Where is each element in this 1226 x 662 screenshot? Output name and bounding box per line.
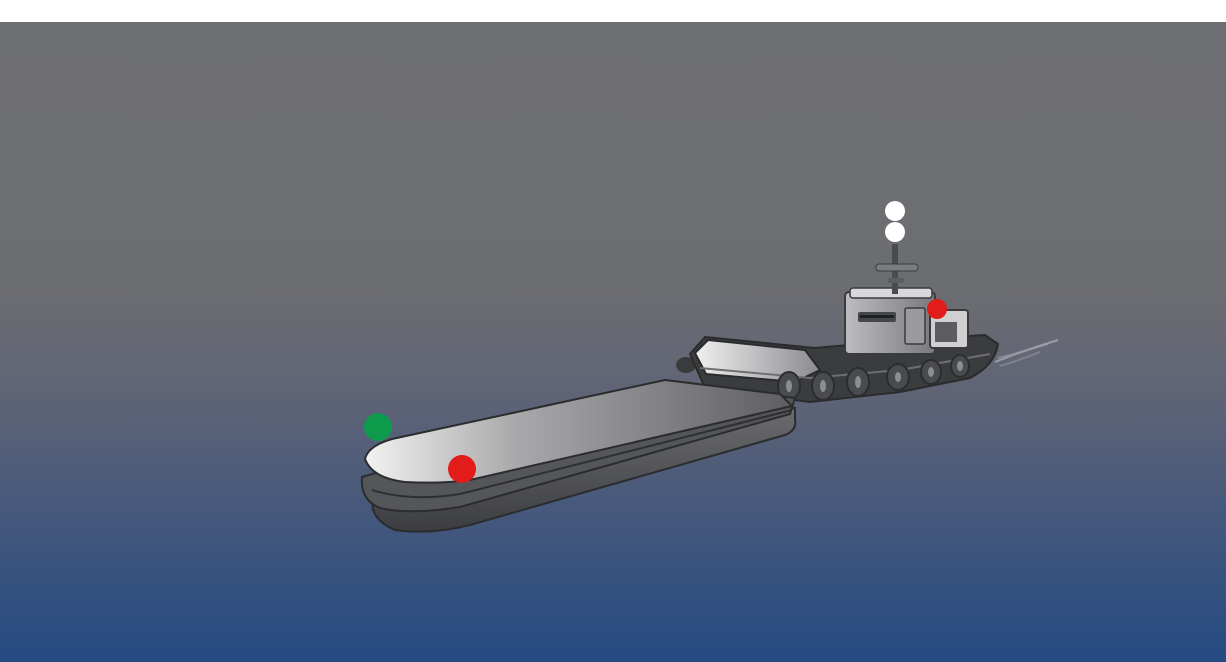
barge-port-sidelight — [448, 455, 476, 483]
night-sea-scene — [0, 22, 1226, 662]
top-margin — [0, 0, 1226, 22]
masthead-light-top — [885, 201, 905, 221]
scene-svg — [0, 22, 1226, 662]
masthead-light-lower — [885, 222, 905, 242]
barge-starboard-sidelight — [364, 413, 392, 441]
sea-background — [0, 22, 1226, 662]
tug-port-sidelight — [927, 299, 947, 319]
